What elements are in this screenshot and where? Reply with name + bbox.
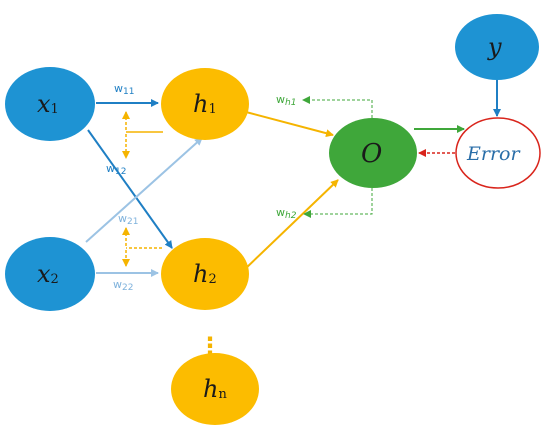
node-error: Error [455,117,541,189]
weight-label-w12: w12 [106,162,126,177]
node-h1: h1 [161,68,249,140]
edge-x2-h1 [85,137,203,243]
node-output-o: O [329,118,417,188]
weight-label-wh2: wh2 [276,206,297,221]
svg-text:Error: Error [466,143,521,165]
node-x2: x2 [5,237,95,311]
weight-label-wh1: wh1 [276,93,296,108]
svg-text:h1: h1 [193,90,217,118]
svg-text:h2: h2 [193,260,217,288]
svg-text:O: O [361,139,382,169]
svg-text:x2: x2 [37,260,59,288]
weight-label-w22: w22 [113,278,133,293]
feedback-wh2 [303,188,373,218]
edge-h2-o [243,179,339,271]
edge-h1-o [245,111,334,138]
node-hn: hn [171,353,259,425]
weight-label-w21: w21 [118,212,138,227]
weight-label-w11: w11 [114,82,134,97]
node-x1: x1 [5,67,95,141]
svg-text:y: y [487,33,502,61]
node-target-y: y [455,14,539,80]
feedback-wh1 [302,96,373,118]
svg-text:x1: x1 [37,90,59,118]
edge-x1-h2 [87,129,173,249]
svg-text:hn: hn [203,375,227,403]
node-h2: h2 [161,238,249,310]
